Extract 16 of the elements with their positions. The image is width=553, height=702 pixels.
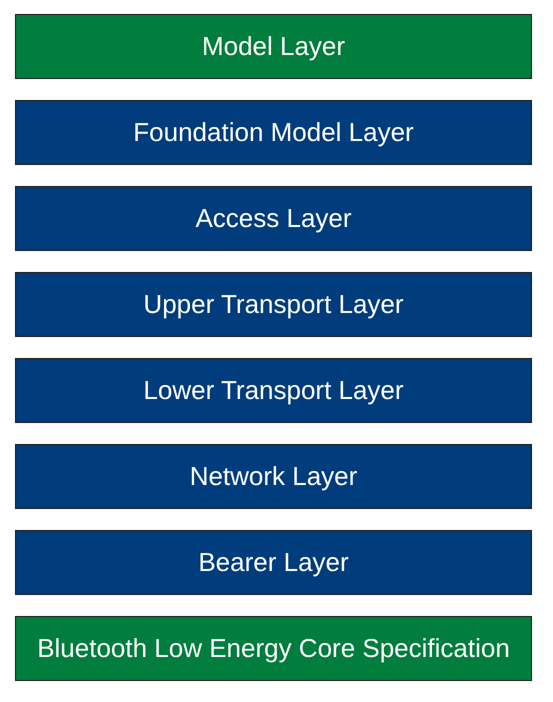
- layer-label: Foundation Model Layer: [133, 118, 414, 148]
- layer-box: [15, 358, 532, 423]
- layer-label: Model Layer: [202, 32, 346, 62]
- layer-box: [15, 14, 532, 79]
- layer-box: [15, 100, 532, 165]
- layer-box: [15, 444, 532, 509]
- layer-label: Access Layer: [195, 204, 352, 234]
- layer-box: [15, 616, 532, 681]
- layer-box: [15, 272, 532, 337]
- layer-label: Lower Transport Layer: [143, 376, 404, 406]
- layer-box: [15, 530, 532, 595]
- layer-box: [15, 186, 532, 251]
- layer-label: Network Layer: [190, 462, 358, 492]
- layer-label: Bluetooth Low Energy Core Specification: [37, 634, 510, 664]
- layer-label: Upper Transport Layer: [143, 290, 404, 320]
- layer-label: Bearer Layer: [198, 548, 349, 578]
